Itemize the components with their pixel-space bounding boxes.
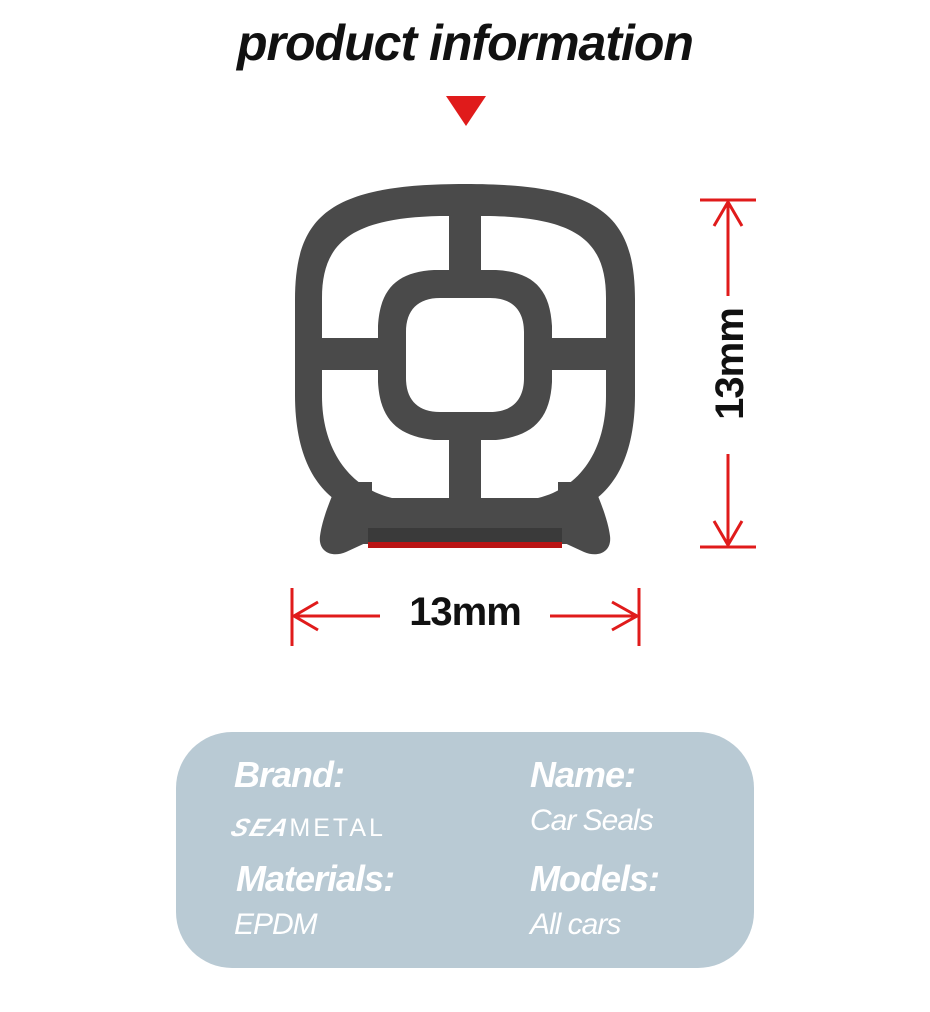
height-label: 13mm (708, 308, 752, 420)
seal-body (295, 184, 635, 544)
width-dimension (290, 588, 641, 646)
spec-panel: Brand: SEAMETAL Name: Car Seals Material… (176, 732, 754, 968)
width-label: 13mm (409, 590, 522, 634)
materials-label: Materials: (236, 858, 395, 899)
models-value: All cars (530, 908, 621, 941)
materials-value: EPDM (234, 908, 318, 941)
brand-logo-metal: METAL (289, 814, 386, 842)
height-dimension (700, 198, 756, 549)
name-value: Car Seals (530, 804, 654, 837)
down-arrow-icon (446, 96, 486, 126)
page-title: product information (237, 15, 694, 71)
models-label: Models: (530, 858, 660, 899)
seal-profile (295, 184, 635, 555)
adhesive-strip-liner (368, 542, 562, 548)
brand-logo-sea: SEA (227, 814, 295, 842)
name-label: Name: (530, 754, 636, 795)
brand-label: Brand: (234, 754, 345, 795)
brand-logo: SEAMETAL (227, 814, 386, 843)
